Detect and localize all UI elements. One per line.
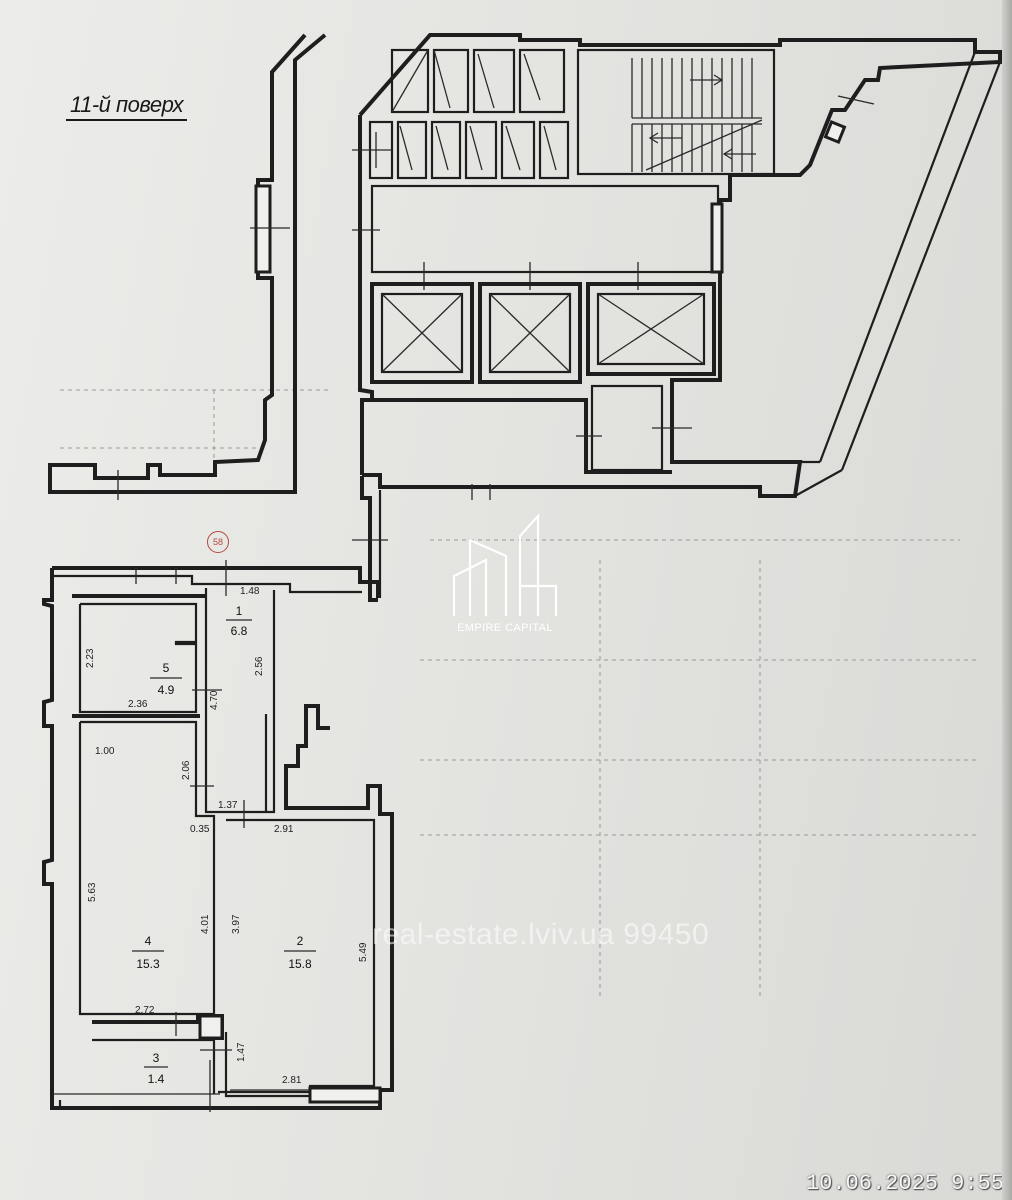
dimension-label: 2.06 (181, 760, 192, 780)
core-block (352, 33, 1002, 500)
room-3-area: 1.4 (148, 1072, 165, 1086)
dimension-label: 0.35 (190, 824, 210, 835)
room-4-area: 15.3 (136, 957, 160, 971)
room-3-number: 3 (153, 1051, 160, 1065)
dimension-label: 2.72 (135, 1005, 155, 1016)
dimension-label: 1.47 (236, 1042, 247, 1062)
logo-icon (452, 513, 558, 616)
room-1-area: 6.8 (231, 624, 248, 638)
dimension-label: 2.36 (128, 699, 148, 710)
construction-lines (60, 389, 980, 1000)
dimension-label: 2.81 (282, 1075, 302, 1086)
dimension-label: 4.70 (209, 690, 220, 710)
room-2-label: 2 15.8 (284, 934, 316, 971)
room-1-label: 1 6.8 (226, 604, 252, 638)
dimension-labels: 1.48 2.56 2.23 4.70 2.36 1.00 2.06 1.37 … (85, 586, 369, 1086)
left-corridor-walls (48, 33, 327, 500)
dimension-label: 3.97 (231, 914, 242, 934)
dimension-label: 1.37 (218, 800, 238, 811)
dimension-label: 5.63 (87, 882, 98, 902)
room-1-number: 1 (236, 604, 243, 618)
dimension-label: 2.23 (85, 648, 96, 668)
room-2-number: 2 (297, 934, 304, 948)
floor-title: 11-й поверх (66, 92, 188, 121)
photo-timestamp: 10.06.2025 9:55 (805, 1171, 1004, 1196)
dimension-label: 2.91 (274, 824, 294, 835)
room-2-area: 15.8 (288, 957, 312, 971)
page-edge (1002, 0, 1012, 1200)
dimension-label: 2.56 (254, 656, 265, 676)
room-5-number: 5 (163, 661, 170, 675)
dimension-label: 1.48 (240, 586, 260, 597)
room-5-label: 5 4.9 (150, 661, 182, 697)
apartment-plan (42, 560, 394, 1112)
room-5-area: 4.9 (158, 683, 175, 697)
watermark: real-estate.lviv.ua 99450 (372, 918, 710, 951)
section-marker: 58 (207, 531, 229, 553)
room-3-label: 3 1.4 (144, 1051, 168, 1086)
logo-text: EMPIRE CAPITAL (457, 622, 553, 634)
dimension-label: 4.01 (200, 914, 211, 934)
room-labels: 1 6.8 2 15.8 3 1.4 4 15.3 5 4.9 (132, 604, 316, 1086)
dimension-label: 1.00 (95, 746, 115, 757)
dimension-label: 5.49 (358, 942, 369, 962)
room-4-number: 4 (145, 934, 152, 948)
room-4-label: 4 15.3 (132, 934, 164, 971)
